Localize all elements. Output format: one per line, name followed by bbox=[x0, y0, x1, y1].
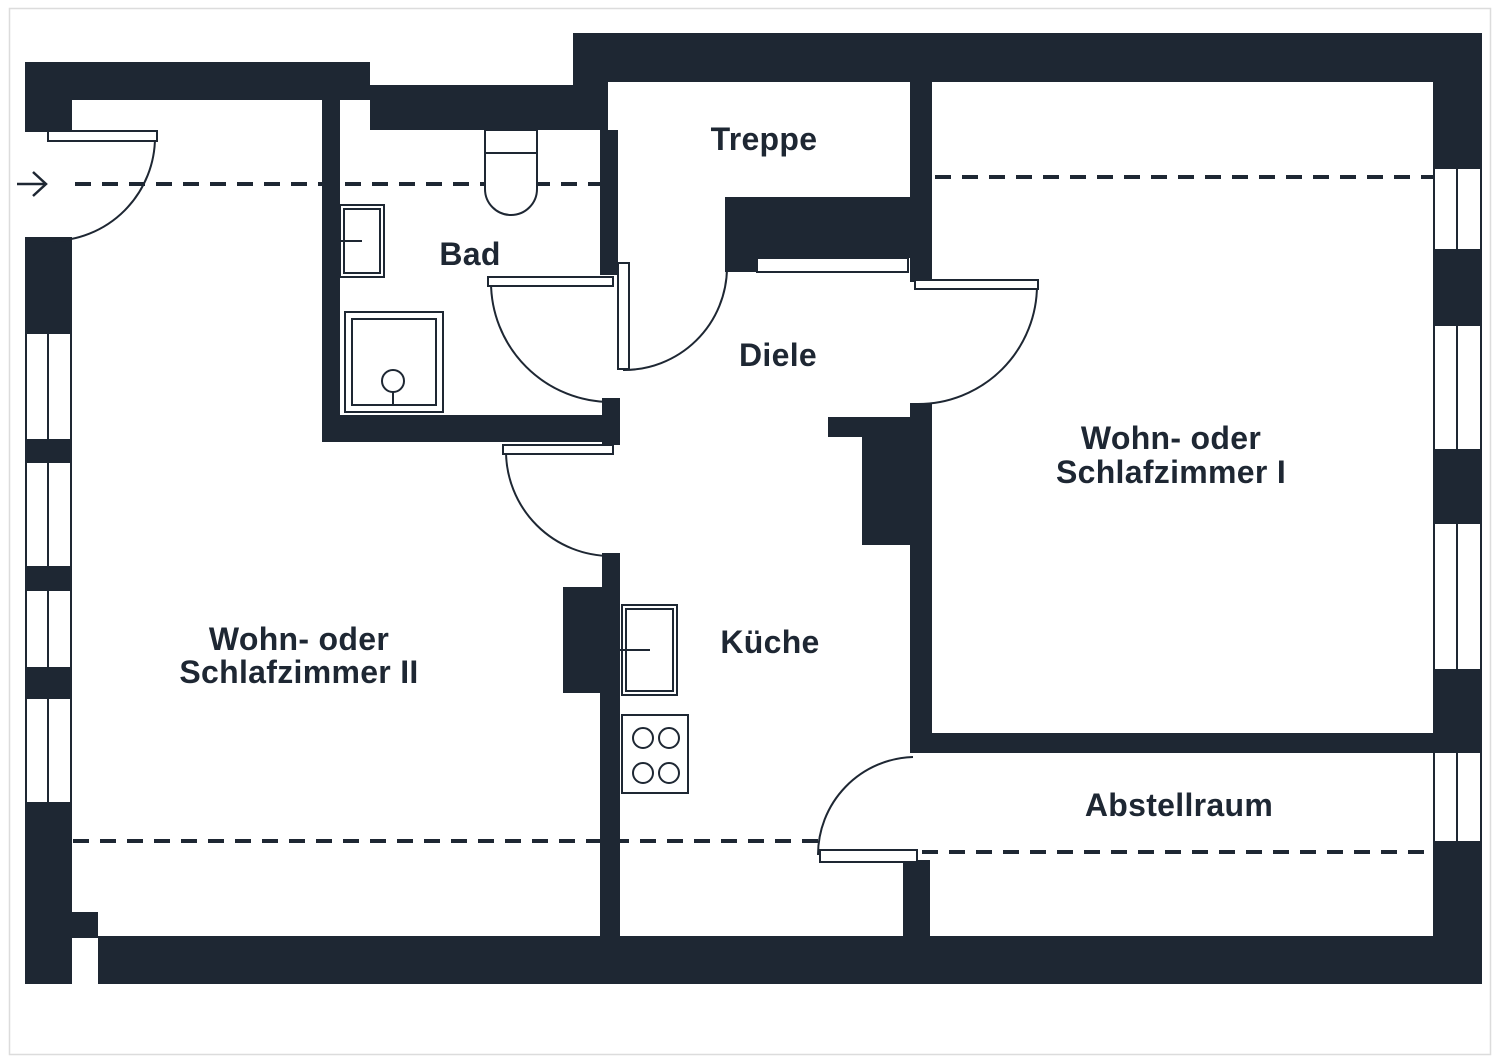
wall-kueche-right-block bbox=[862, 437, 910, 545]
abstellraum-door bbox=[817, 756, 918, 863]
wall-abstellraum-left-lower bbox=[903, 860, 930, 936]
wall-right-3 bbox=[1433, 450, 1482, 523]
wall-kueche-left bbox=[600, 587, 620, 936]
walls bbox=[25, 33, 1482, 984]
kitchen-sink-icon bbox=[620, 604, 678, 696]
toilet-icon bbox=[484, 129, 538, 216]
stove-icon bbox=[621, 714, 689, 794]
wall-bad-door-jamb bbox=[602, 398, 620, 445]
treppe-opening-threshold bbox=[756, 257, 909, 273]
wall-bottom bbox=[98, 936, 1482, 984]
room-label-kueche: Küche bbox=[720, 624, 819, 660]
window-right-1 bbox=[1433, 167, 1482, 251]
schlafzimmer1-door bbox=[914, 279, 1039, 405]
room-label-diele: Diele bbox=[739, 337, 817, 373]
room-label-schlafzimmer2-line1: Wohn- oder bbox=[209, 621, 389, 657]
shower-icon bbox=[344, 311, 444, 413]
window-left-1 bbox=[25, 332, 72, 441]
wall-top-left-band bbox=[25, 62, 370, 100]
room-label-schlafzimmer2-line2: Schlafzimmer II bbox=[179, 654, 418, 690]
schlafzimmer2-door bbox=[502, 444, 614, 557]
wall-above-bad bbox=[370, 85, 608, 130]
wall-bad-right bbox=[600, 130, 618, 275]
window-left-4 bbox=[25, 697, 72, 804]
wall-right-2 bbox=[1433, 250, 1482, 325]
window-left-3 bbox=[25, 589, 72, 669]
room-label-bad: Bad bbox=[439, 236, 500, 272]
fixtures bbox=[339, 129, 689, 794]
wall-diele-stub bbox=[828, 417, 910, 437]
room-label-abstellraum: Abstellraum bbox=[1085, 787, 1273, 823]
wall-right-5 bbox=[1433, 842, 1482, 984]
wall-diele-right-upper bbox=[910, 82, 932, 282]
corridor-door bbox=[617, 262, 728, 372]
wall-bottom-left-step bbox=[72, 912, 98, 938]
page-border bbox=[8, 7, 1492, 1056]
window-right-4 bbox=[1433, 751, 1482, 843]
wall-top-step bbox=[573, 33, 608, 85]
room-label-treppe: Treppe bbox=[711, 121, 818, 157]
room-label-schlafzimmer1-line2: Schlafzimmer I bbox=[1056, 454, 1286, 490]
room-label-schlafzimmer1-line1: Wohn- oder bbox=[1081, 420, 1261, 456]
window-right-3 bbox=[1433, 522, 1482, 671]
wall-left-1 bbox=[25, 237, 72, 333]
wall-kueche-left-upper bbox=[602, 553, 620, 589]
wall-entry-corner-block bbox=[25, 100, 72, 132]
wall-right-4 bbox=[1433, 670, 1482, 752]
entrance-arrow-icon bbox=[17, 171, 48, 197]
wall-top-right-band bbox=[608, 33, 1482, 82]
entry-door bbox=[47, 130, 158, 242]
wall-bad-left bbox=[322, 100, 340, 442]
wall-left-5 bbox=[25, 803, 72, 984]
wall-left-3 bbox=[25, 567, 72, 590]
wall-left-4 bbox=[25, 668, 72, 698]
wall-right-1 bbox=[1433, 82, 1482, 168]
washbasin-icon bbox=[339, 204, 385, 278]
wall-bad-bottom bbox=[322, 415, 602, 442]
wall-treppe-bottom-leg bbox=[725, 197, 757, 272]
window-left-2 bbox=[25, 461, 72, 568]
bad-door bbox=[487, 276, 614, 403]
wall-abstellraum-top bbox=[910, 733, 1433, 753]
doors bbox=[47, 130, 1039, 863]
wall-diele-right-lower bbox=[910, 403, 932, 733]
windows bbox=[25, 167, 1482, 843]
wall-left-2 bbox=[25, 440, 72, 462]
window-right-2 bbox=[1433, 324, 1482, 451]
room-labels: Treppe Bad Diele Wohn- oder Schlafzimmer… bbox=[179, 121, 1286, 823]
